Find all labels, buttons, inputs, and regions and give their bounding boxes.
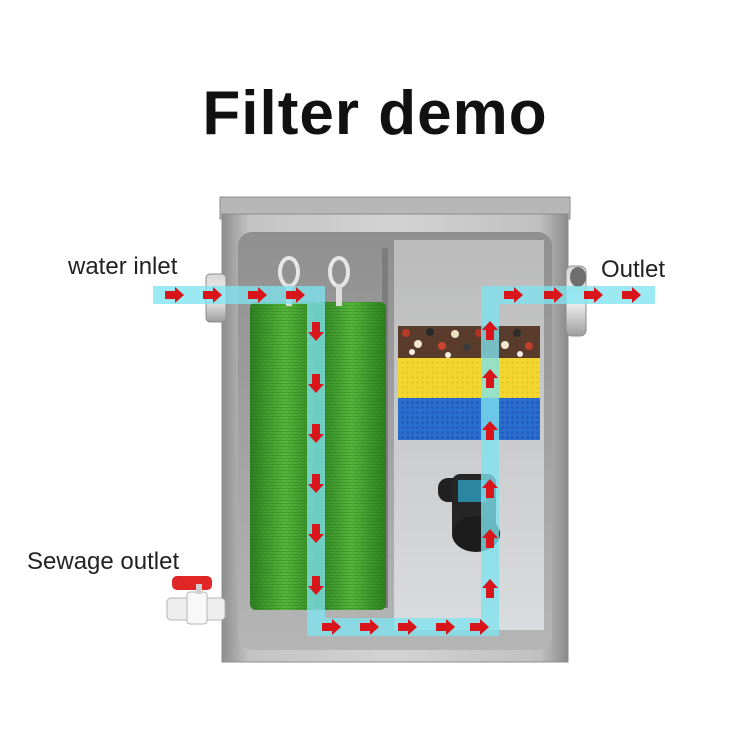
filter-brush-left [250, 256, 320, 610]
sewage-valve [166, 576, 226, 625]
flow-arrows-bottom [322, 619, 489, 635]
flow-arrows-up [482, 321, 498, 598]
water-inlet-label: water inlet [68, 253, 178, 280]
flow-arrows-outlet [504, 287, 641, 303]
blue-sponge-layer [398, 398, 540, 440]
flow-arrows-down [308, 322, 324, 595]
sewage-outlet-label: Sewage outlet [27, 548, 180, 575]
filter-brush-right [316, 256, 386, 610]
outlet-label: Outlet [601, 256, 666, 283]
flow-arrows-inlet [165, 287, 305, 303]
diagram-title: Filter demo [202, 79, 548, 148]
yellow-sponge-layer [398, 358, 540, 398]
water-flow-path [153, 286, 655, 636]
bio-media-layer [398, 326, 540, 358]
